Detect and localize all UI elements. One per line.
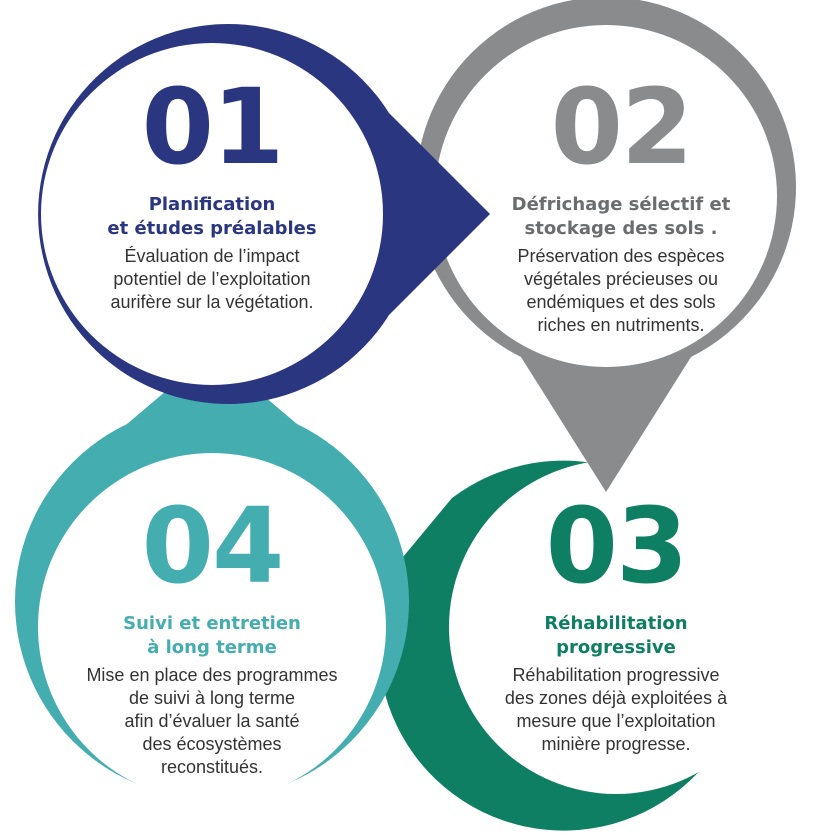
step-02-description: Préservation des espèces végétales préci…	[517, 246, 725, 335]
step-04-number: 04	[141, 485, 285, 607]
step-02: 02 Défrichage sélectif et stockage des s…	[476, 75, 766, 337]
step-04-description: Mise en place des programmes de suivi à …	[86, 665, 338, 777]
step-04: 04 Suivi et entretien à long terme Mise …	[62, 494, 362, 779]
step-03-title: Réhabilitation progressive	[544, 613, 688, 658]
step-01: 01 Planification et études préalables Év…	[72, 75, 352, 314]
step-01-description: Évaluation de l’impact potentiel de l’ex…	[110, 246, 314, 312]
step-03-description: Réhabilitation progressive des zones déj…	[504, 665, 728, 754]
step-02-number: 02	[550, 66, 694, 188]
step-03: 03 Réhabilitation progressive Réhabilita…	[466, 494, 766, 756]
step-04-title: Suivi et entretien à long terme	[123, 613, 301, 658]
step-03-number: 03	[545, 485, 689, 607]
step-01-title: Planification et études préalables	[107, 194, 317, 239]
step-02-title: Défrichage sélectif et stockage des sols…	[511, 194, 731, 239]
step-01-number: 01	[141, 66, 285, 188]
